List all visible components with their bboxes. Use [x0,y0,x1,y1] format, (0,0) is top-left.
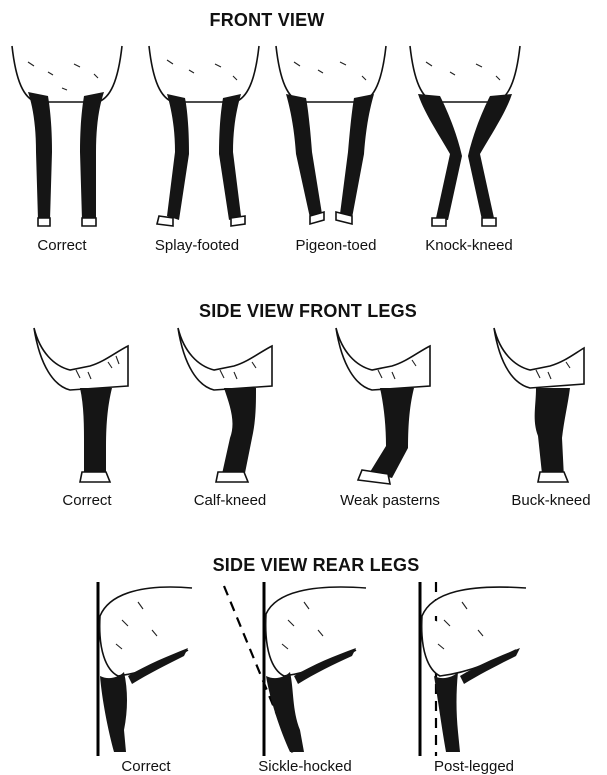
front-pigeon-toed-illustration [272,42,390,232]
side-rear-correct-label: Correct [121,758,170,775]
front-correct-label: Correct [37,237,86,254]
side-front-weak-pasterns-label: Weak pasterns [340,492,440,509]
front-view-heading: FRONT VIEW [210,10,325,31]
front-splay-footed-label: Splay-footed [155,237,239,254]
side-front-heading: SIDE VIEW FRONT LEGS [199,301,417,322]
side-rear-heading: SIDE VIEW REAR LEGS [213,555,420,576]
front-knock-kneed-label: Knock-kneed [425,237,513,254]
side-rear-correct-illustration [88,580,198,760]
side-front-weak-pasterns-illustration [330,326,440,490]
side-rear-post-legged-illustration [408,580,538,760]
side-rear-sickle-hocked-label: Sickle-hocked [258,758,351,775]
side-front-calf-kneed-illustration [172,326,282,490]
front-splay-footed-illustration [145,42,263,232]
side-rear-post-legged-label: Post-legged [434,758,514,775]
side-front-buck-kneed-illustration [490,326,600,490]
side-front-correct-label: Correct [62,492,111,509]
side-rear-sickle-hocked-illustration [220,580,380,760]
side-front-buck-kneed-label: Buck-kneed [511,492,590,509]
front-pigeon-toed-label: Pigeon-toed [296,237,377,254]
side-front-calf-kneed-label: Calf-kneed [194,492,267,509]
front-knock-kneed-illustration [406,42,524,232]
side-front-correct-illustration [30,326,140,490]
front-correct-illustration [8,42,126,232]
